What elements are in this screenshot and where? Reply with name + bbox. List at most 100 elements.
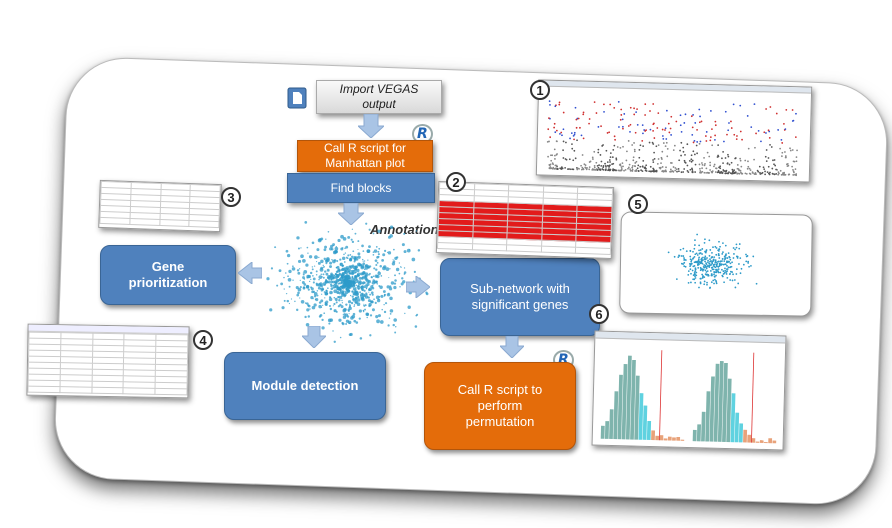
subnetwork-node bbox=[700, 277, 702, 280]
manhattan-point bbox=[674, 169, 677, 172]
subnetwork-node bbox=[731, 279, 734, 282]
module-detection-box: Module detection bbox=[224, 352, 386, 420]
manhattan-point bbox=[596, 164, 599, 167]
manhattan-point bbox=[691, 133, 694, 136]
manhattan-point bbox=[724, 172, 727, 175]
manhattan-point bbox=[641, 170, 644, 172]
manhattan-point bbox=[653, 151, 655, 154]
table-cell bbox=[129, 218, 160, 226]
subnetwork-node bbox=[698, 256, 701, 259]
network-node bbox=[345, 303, 348, 306]
manhattan-point bbox=[704, 135, 707, 137]
manhattan-point bbox=[593, 150, 596, 153]
network-node bbox=[305, 263, 309, 267]
manhattan-point bbox=[664, 145, 667, 148]
network-node bbox=[382, 290, 386, 293]
network-node bbox=[385, 267, 390, 271]
subnetwork-node bbox=[705, 263, 708, 266]
manhattan-point bbox=[709, 164, 712, 167]
manhattan-point bbox=[558, 101, 561, 104]
network-node bbox=[350, 301, 354, 305]
network-node bbox=[392, 260, 396, 264]
manhattan-point bbox=[704, 162, 706, 165]
manhattan-point bbox=[562, 111, 565, 114]
network-node bbox=[371, 281, 376, 285]
subnetwork-node bbox=[713, 282, 715, 285]
manhattan-point bbox=[691, 126, 694, 129]
manhattan-point bbox=[633, 148, 636, 151]
network-node bbox=[353, 269, 355, 272]
subnetwork-node bbox=[702, 266, 705, 268]
histogram-bar bbox=[672, 437, 676, 441]
network-node bbox=[343, 253, 345, 256]
network-node bbox=[357, 252, 361, 256]
network-node bbox=[318, 278, 320, 281]
histogram-bar bbox=[734, 412, 740, 443]
network-node bbox=[357, 284, 360, 288]
manhattan-point bbox=[738, 172, 741, 175]
manhattan-point bbox=[755, 132, 757, 135]
network-node bbox=[318, 256, 320, 259]
subnetwork-node bbox=[704, 273, 707, 276]
network-node bbox=[359, 272, 363, 276]
network-node bbox=[380, 294, 384, 298]
manhattan-point bbox=[642, 132, 644, 135]
manhattan-point bbox=[611, 156, 614, 159]
manhattan-point bbox=[699, 115, 701, 118]
manhattan-point bbox=[692, 150, 695, 153]
network-node bbox=[368, 302, 372, 307]
subnetwork-node bbox=[726, 268, 729, 270]
network-node bbox=[403, 232, 406, 235]
subnetwork-node bbox=[701, 269, 704, 272]
network-node bbox=[360, 287, 364, 291]
manhattan-point bbox=[746, 167, 749, 170]
network-node bbox=[302, 276, 305, 279]
manhattan-point bbox=[664, 169, 667, 172]
subnetwork-node bbox=[745, 253, 747, 256]
manhattan-point bbox=[629, 130, 631, 133]
manhattan-point bbox=[772, 172, 774, 175]
network-node bbox=[357, 240, 360, 243]
network-node bbox=[355, 271, 358, 273]
subnetwork-node bbox=[710, 260, 712, 262]
network-node bbox=[377, 314, 381, 318]
manhattan-point bbox=[675, 168, 678, 171]
manhattan-point bbox=[604, 162, 606, 165]
network-node bbox=[374, 301, 377, 305]
network-node bbox=[339, 277, 342, 279]
manhattan-point bbox=[608, 169, 611, 172]
manhattan-point bbox=[765, 149, 768, 151]
network-node bbox=[376, 298, 381, 303]
network-node bbox=[348, 277, 350, 280]
manhattan-point bbox=[602, 165, 605, 167]
subnetwork-node bbox=[729, 262, 732, 265]
network-node bbox=[328, 297, 333, 302]
subnetwork-node bbox=[745, 260, 748, 263]
network-node bbox=[372, 253, 375, 256]
network-node bbox=[333, 296, 336, 299]
manhattan-point bbox=[596, 169, 599, 171]
manhattan-point bbox=[672, 166, 675, 168]
manhattan-point bbox=[629, 168, 631, 171]
manhattan-point bbox=[554, 131, 557, 134]
network-node bbox=[317, 261, 321, 265]
manhattan-point bbox=[597, 148, 600, 151]
manhattan-point bbox=[620, 168, 623, 171]
network-node bbox=[295, 308, 299, 312]
subnetwork-node bbox=[689, 250, 692, 253]
gene-network-graph bbox=[266, 221, 429, 345]
subnetwork-node bbox=[673, 255, 676, 258]
manhattan-point bbox=[763, 131, 766, 134]
network-node bbox=[333, 302, 336, 306]
manhattan-point bbox=[657, 158, 660, 160]
manhattan-point bbox=[769, 171, 771, 174]
manhattan-point bbox=[782, 172, 784, 174]
manhattan-point bbox=[677, 168, 680, 170]
manhattan-point bbox=[758, 165, 761, 168]
network-node bbox=[316, 290, 319, 292]
manhattan-point bbox=[666, 148, 669, 150]
subnetwork-node bbox=[706, 257, 708, 259]
network-node bbox=[327, 230, 330, 233]
network-node bbox=[387, 294, 389, 296]
